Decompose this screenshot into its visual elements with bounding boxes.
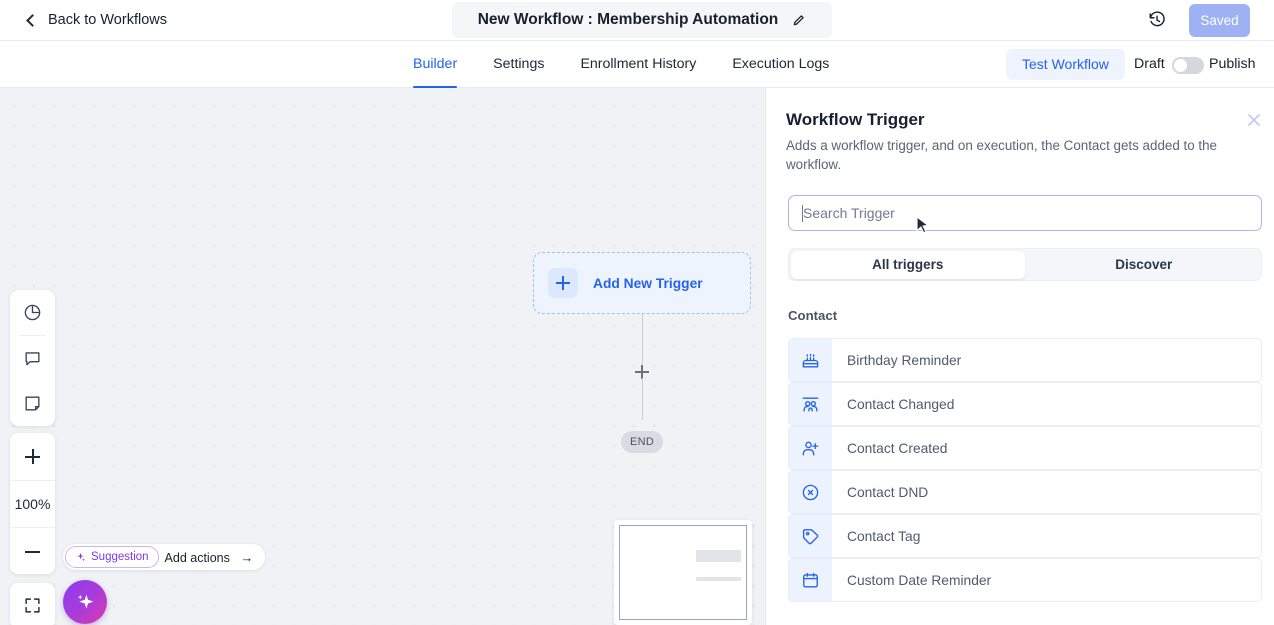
fit-to-screen-button[interactable] [10,583,55,625]
trigger-item-label: Contact Created [847,440,948,456]
zoom-level-label: 100% [10,480,55,527]
search-placeholder: Search Trigger [803,205,895,221]
workflow-trigger-panel: Workflow Trigger Adds a workflow trigger… [765,88,1274,625]
top-bar: Back to Workflows New Workflow : Members… [0,0,1274,41]
trigger-item-label: Contact Changed [847,396,955,412]
publish-toggle[interactable] [1172,57,1204,74]
draft-label: Draft [1134,56,1165,72]
segment-all-triggers[interactable]: All triggers [790,250,1025,279]
user-plus-icon [789,427,832,469]
trigger-group-label: Contact [788,308,838,323]
page-title: New Workflow : Membership Automation [477,11,779,28]
circle-x-icon [789,471,832,513]
add-actions-label: Add actions [164,550,230,565]
pencil-icon[interactable] [792,13,806,27]
tab-bar: Builder Settings Enrollment History Exec… [0,41,1274,88]
tab-list: Builder Settings Enrollment History Exec… [413,41,829,88]
trigger-list-item[interactable]: Birthday Reminder [788,338,1262,382]
trigger-list-item[interactable]: Contact Created [788,426,1262,470]
note-icon[interactable] [10,381,55,426]
trigger-item-label: Custom Date Reminder [847,572,992,588]
minimap-node [695,550,741,563]
zoom-out-button[interactable] [10,527,55,574]
saved-button[interactable]: Saved [1189,4,1250,37]
users-icon [789,383,832,425]
ai-assistant-button[interactable] [63,580,107,624]
sparkle-icon [77,594,93,609]
plus-icon [548,268,578,298]
add-new-trigger-node[interactable]: Add New Trigger [533,252,751,314]
trigger-list-item[interactable]: Contact Changed [788,382,1262,426]
trigger-item-label: Birthday Reminder [847,352,962,368]
back-to-workflows-button[interactable]: Back to Workflows [26,12,167,28]
trigger-list-item[interactable]: Custom Date Reminder [788,558,1262,602]
connector-line-top [641,314,644,364]
end-node: END [621,431,663,453]
close-icon[interactable] [1244,110,1264,130]
workflow-title-chip[interactable]: New Workflow : Membership Automation [452,2,832,38]
trigger-item-label: Contact Tag [847,528,921,544]
panel-title: Workflow Trigger [786,110,925,129]
trigger-list-item[interactable]: Contact DND [788,470,1262,514]
chevron-left-icon [26,13,39,27]
tab-settings[interactable]: Settings [493,56,545,72]
tag-icon [789,515,832,557]
trigger-list-item[interactable]: Contact Tag [788,514,1262,558]
tab-execution-logs[interactable]: Execution Logs [732,56,830,72]
history-clock-icon[interactable] [1148,11,1166,29]
add-new-trigger-label: Add New Trigger [593,275,703,291]
canvas-tool-group [10,290,55,426]
arrow-right-icon: → [240,549,254,565]
text-caret [802,204,803,222]
suggestion-bar: Suggestion Add actions → [63,544,266,570]
test-workflow-button[interactable]: Test Workflow [1006,49,1125,80]
connector-line-bottom [641,378,644,420]
cake-icon [789,339,832,381]
toggle-knob [1174,59,1187,72]
panel-description: Adds a workflow trigger, and on executio… [786,138,1218,172]
zoom-in-button[interactable] [10,433,55,480]
sparkle-icon [77,552,86,561]
trigger-item-label: Contact DND [847,484,929,500]
analytics-icon[interactable] [10,290,55,335]
suggestion-chip[interactable]: Suggestion [65,546,159,568]
add-actions-button[interactable]: Add actions → [165,550,254,565]
minimap-node [695,577,741,581]
calendar-icon [789,559,832,601]
tool-divider [19,335,46,336]
trigger-filter-segmented-control: All triggers Discover [788,248,1262,281]
comment-icon[interactable] [10,336,55,381]
suggestion-label: Suggestion [91,551,149,563]
publish-label: Publish [1209,56,1256,72]
back-to-workflows-label: Back to Workflows [48,12,167,28]
zoom-control-group: 100% [10,433,55,574]
minimap[interactable] [614,520,752,625]
add-step-plus-icon[interactable] [635,365,649,379]
minimap-viewport [619,525,747,620]
tab-enrollment-history[interactable]: Enrollment History [580,56,697,72]
segment-discover[interactable]: Discover [1115,257,1173,272]
trigger-list: Birthday Reminder Contact Changed [788,338,1262,602]
tab-builder[interactable]: Builder [413,41,458,88]
search-input[interactable]: Search Trigger [788,195,1262,231]
workflow-canvas[interactable]: Add New Trigger END [0,88,765,625]
